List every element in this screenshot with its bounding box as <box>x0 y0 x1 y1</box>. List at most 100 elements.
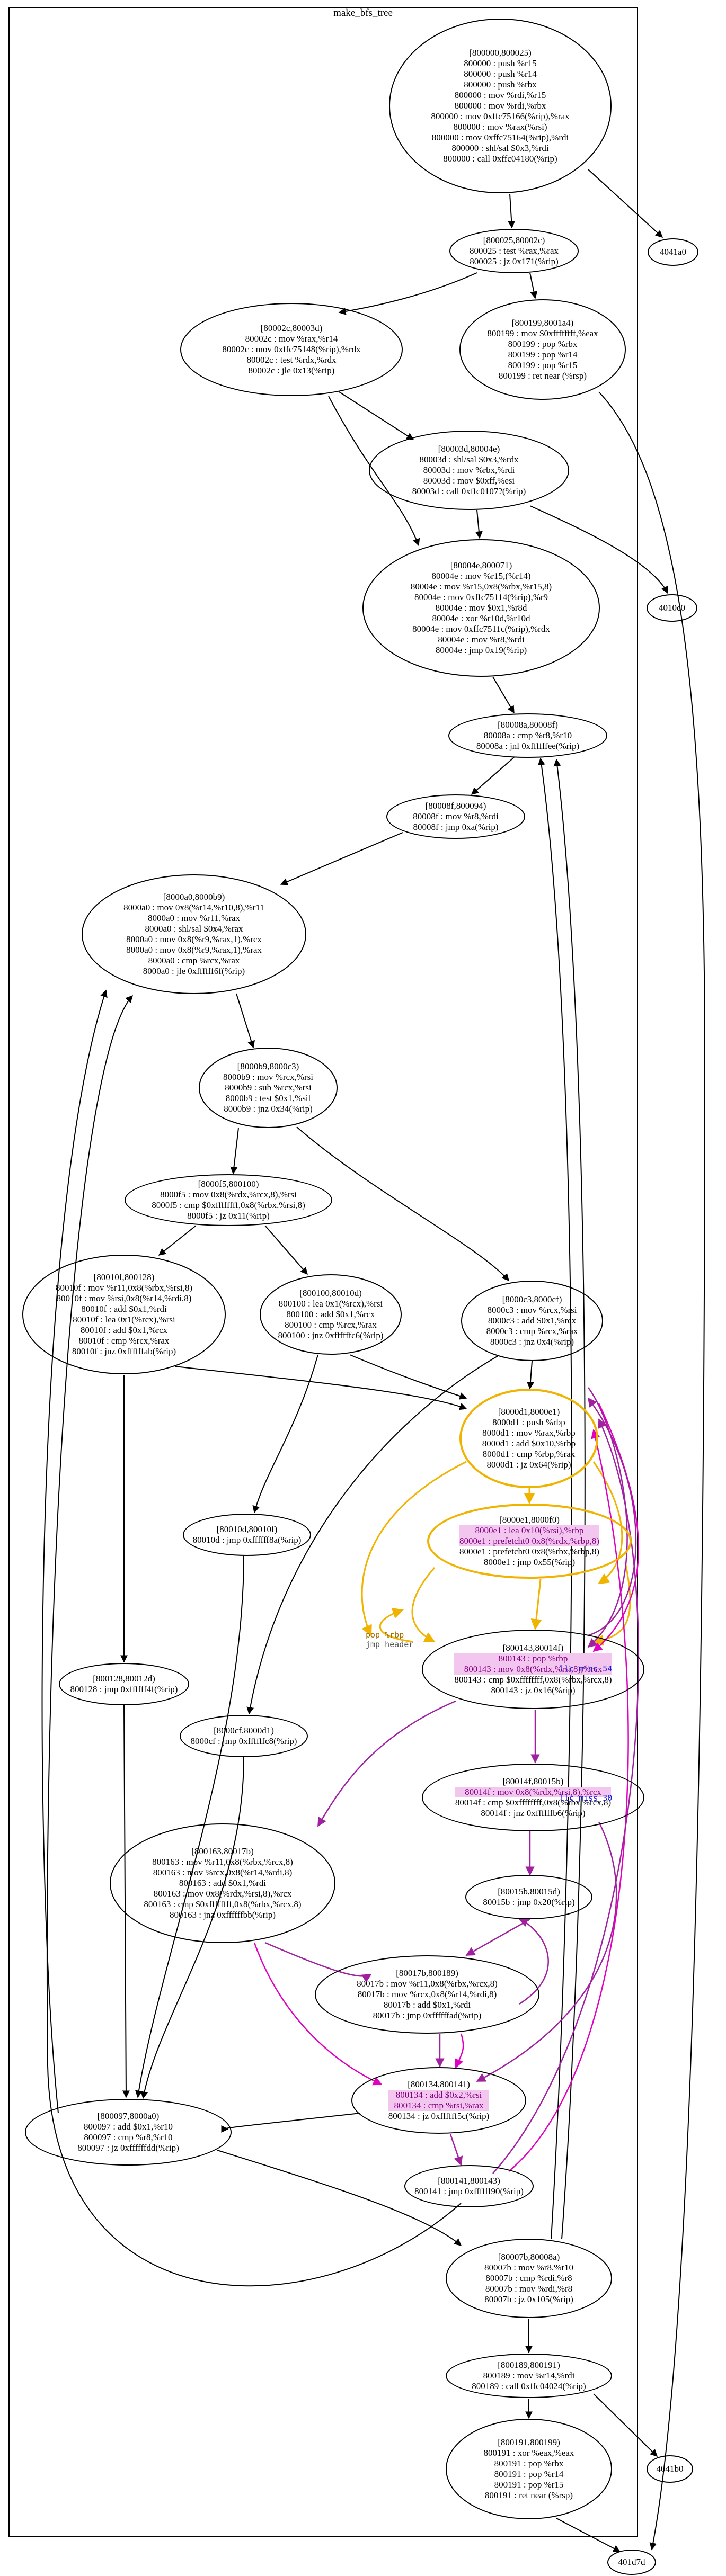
node-text: [80014f,80015b)80014f : mov 0x8(%rdx,%rs… <box>455 1776 612 1819</box>
instruction-line: 80017b : add $0x1,%rdi <box>383 2000 471 2010</box>
node-text: [800163,80017b)800163 : mov %r11,0x8(%rb… <box>144 1846 301 1920</box>
cfg-node: [8000e1,8000f0)8000e1 : lea 0x10(%rsi),%… <box>427 1504 632 1579</box>
instruction-line: 80004e : mov $0x1,%r8d <box>435 603 527 613</box>
instruction-line: 80007b : mov %rdi,%r8 <box>485 2284 573 2294</box>
instruction-line: 80007b : jz 0x105(%rip) <box>484 2294 573 2304</box>
cfg-edge <box>593 2393 658 2457</box>
node-range-label: [80015b,80015d) <box>498 1886 560 1897</box>
instruction-line: 8000d1 : cmp %rbp,%rax <box>482 1449 576 1459</box>
instruction-line: 800143 : jz 0x16(%rip) <box>491 1685 576 1695</box>
cfg-node: [80010d,80010f)80010d : jmp 0xffffff8a(%… <box>183 1514 311 1556</box>
instruction-line: 800100 : cmp %rcx,%rax <box>285 1320 377 1330</box>
instruction-line: 80010f : mov %r11,0x8(%rbx,%rsi,8) <box>55 1283 193 1293</box>
instruction-line: 80010f : add $0x1,%rdi <box>81 1304 167 1314</box>
cfg-node: [800199,8001a4)800199 : mov $0xffffffff,… <box>459 299 626 400</box>
cfg-node: [8000cf,8000d1)8000cf : jmp 0xffffffc8(%… <box>180 1715 308 1757</box>
node-range-label: [80002c,80003d) <box>260 323 323 333</box>
node-text: [8000a0,8000b9)8000a0 : mov 0x8(%r14,%r1… <box>123 892 264 977</box>
cluster-frame <box>8 7 638 2537</box>
cfg-edge <box>471 757 515 795</box>
cfg-edge <box>508 193 516 229</box>
instruction-line: 800134 : jz 0xffffff5c(%rip) <box>388 2111 490 2121</box>
node-range-label: [8000d1,8000e1) <box>498 1407 560 1417</box>
instruction-line: 800025 : jz 0x171(%rip) <box>470 256 559 266</box>
cfg-edge <box>476 1821 617 2082</box>
instruction-line: 8000e1 : lea 0x10(%rsi),%rbp <box>459 1525 599 1536</box>
cfg-node: [8000a0,8000b9)8000a0 : mov 0x8(%r14,%r1… <box>82 874 306 994</box>
cfg-edge <box>264 1225 308 1275</box>
cfg-edge <box>296 1126 509 1282</box>
cfg-node: [80004e,800071)80004e : mov %r15,(%r14) 8… <box>362 539 600 677</box>
node-range-label: [800000,800025) <box>469 48 532 58</box>
cfg-node: 4041a0 <box>648 238 698 266</box>
node-range-label: [800097,8000a0) <box>97 2111 160 2121</box>
instruction-line: 80004e : xor %r10d,%r10d <box>432 613 530 623</box>
instruction-line: 800199 : pop %rbx <box>508 339 578 349</box>
instruction-line: 800163 : mov %rcx,0x8(%r14,%rdi,8) <box>153 1867 293 1877</box>
cfg-node: [80010f,800128)80010f : mov %r11,0x8(%rb… <box>22 1255 226 1374</box>
instruction-line: 8000a0 : mov 0x8(%r9,%rax,1),%rcx <box>126 934 262 944</box>
instruction-line: 80004e : mov 0xffc7511c(%rip),%rdx <box>412 624 550 634</box>
cfg-edge <box>140 1757 244 2099</box>
cfg-node: [800128,80012d)800128 : jmp 0xffffff4f(%… <box>59 1663 189 1705</box>
instruction-line: 8000d1 : jz 0x64(%rip) <box>486 1460 571 1470</box>
instruction-line: 800163 : mov 0x8(%rdx,%rsi,8),%rcx <box>153 1889 292 1899</box>
instruction-line: 800191 : pop %r14 <box>494 2469 564 2479</box>
node-text: 401d7d <box>618 2557 645 2568</box>
node-range-label: [8000f5,800100) <box>198 1179 259 1189</box>
node-text: 4041a0 <box>660 247 686 257</box>
instruction-line: 800000 : mov %rax(%rsi) <box>453 122 547 132</box>
instruction-line: 80014f : jnz 0xffffffb6(%rip) <box>481 1808 586 1818</box>
instruction-line: 8000d1 : mov %rax,%rbp <box>482 1428 576 1438</box>
cfg-edge <box>217 2150 462 2246</box>
instruction-line: 800100 : lea 0x1(%rcx),%rsi <box>278 1299 383 1309</box>
cfg-edge <box>537 757 572 2240</box>
cfg-edge <box>449 2134 463 2166</box>
node-text: [800199,8001a4)800199 : mov $0xffffffff,… <box>487 318 598 381</box>
instruction-line: 800097 : jz 0xffffffdd(%rip) <box>77 2143 179 2153</box>
instruction-line: 80004e : mov %r15,(%r14) <box>431 571 531 581</box>
instruction-line: 80010f : add $0x1,%rcx <box>80 1325 168 1335</box>
instruction-line: 80015b : jmp 0x20(%rip) <box>483 1897 575 1907</box>
node-range-label: [80004e,800071) <box>450 560 512 570</box>
node-range-label: [80010f,800128) <box>93 1272 155 1282</box>
instruction-line: 8000b9 : sub %rcx,%rsi <box>225 1083 312 1093</box>
cfg-edge <box>174 1366 467 1410</box>
instruction-line: 800163 : jnz 0xffffffbb(%rip) <box>169 1910 276 1920</box>
node-range-label: [8000b9,8000c3) <box>237 1061 299 1071</box>
instruction-line: 8000a0 : mov 0x8(%r14,%r10,8),%r11 <box>123 902 264 913</box>
instruction-line: 800000 : mov %rdi,%r15 <box>454 90 546 100</box>
instruction-line: 8000e1 : prefetcht0 0x8(%rdx,%rbp,8) <box>459 1536 599 1546</box>
instruction-line: 800191 : pop %rbx <box>494 2458 564 2468</box>
instruction-line: 800191 : ret near (%rsp) <box>484 2490 573 2500</box>
cfg-node: 4010c0 <box>647 594 697 622</box>
instruction-line: 8000f5 : mov 0x8(%rdx,%rcx,8),%rsi <box>160 1189 297 1200</box>
cfg-edge <box>556 2518 621 2552</box>
instruction-line: 8000c3 : mov %rcx,%rsi <box>487 1305 577 1315</box>
node-text: [800128,80012d)800128 : jmp 0xffffff4f(%… <box>70 1674 178 1695</box>
graph-title: make_bfs_tree <box>333 7 393 19</box>
instruction-line: 80010f : cmp %rcx,%rax <box>78 1336 170 1346</box>
instruction-line: 8000a0 : mov %r11,%rax <box>147 913 241 923</box>
cfg-node: 401d7d <box>607 2550 656 2575</box>
instruction-line: 8000c3 : cmp %rcx,%rax <box>486 1326 578 1336</box>
node-range-label: [800100,80010d) <box>299 1288 362 1298</box>
instruction-line: 800189 : call 0xffc04024(%rip) <box>472 2381 586 2391</box>
node-text: [8000cf,8000d1)8000cf : jmp 0xffffffc8(%… <box>191 1725 297 1747</box>
instruction-line: 80004e : mov %r8,%rdi <box>438 634 525 645</box>
cfg-edge <box>526 1361 534 1390</box>
instruction-line: 80002c : test %rdx,%rdx <box>246 355 337 365</box>
